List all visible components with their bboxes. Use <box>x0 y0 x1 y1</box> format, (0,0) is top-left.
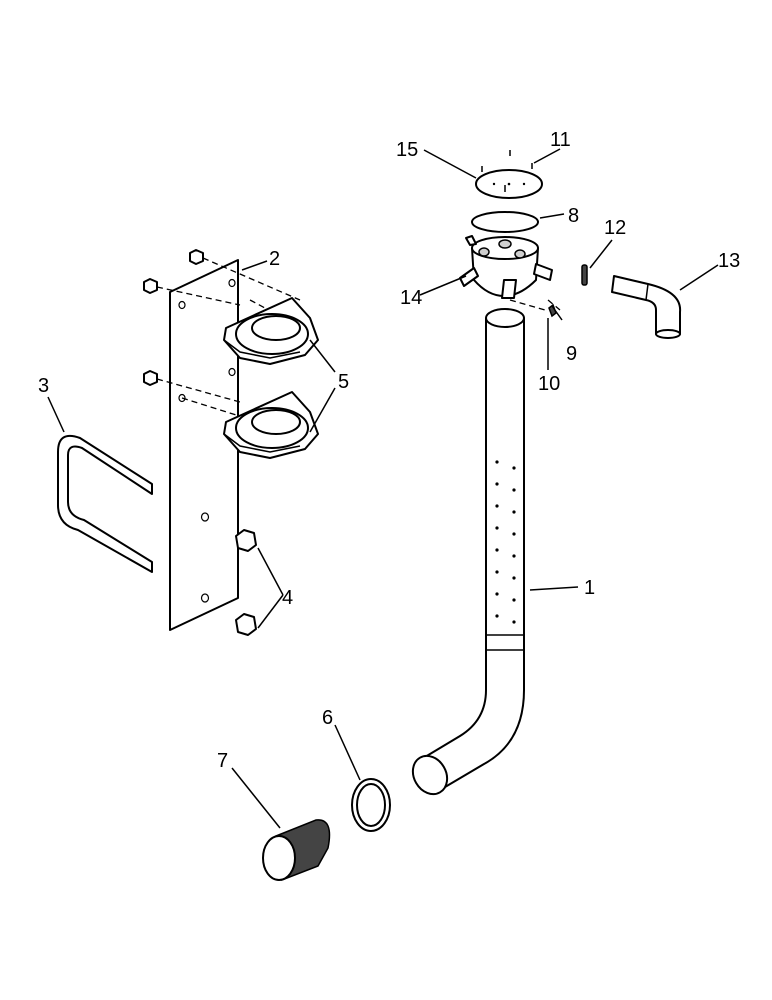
pipe-perforations <box>495 460 516 624</box>
callout-1: 1 <box>584 577 595 599</box>
main-pipe <box>411 308 525 796</box>
small-elbow <box>611 275 682 339</box>
callout-9: 9 <box>566 343 577 365</box>
leader-lines <box>47 148 719 829</box>
callout-3: 3 <box>38 375 49 397</box>
pipe-clamp-upper <box>223 297 319 365</box>
small-fittings <box>548 303 557 318</box>
pipe-clamp-lower <box>223 391 319 459</box>
callout-4: 4 <box>282 587 293 609</box>
top-nuts <box>143 249 204 386</box>
u-bolt <box>57 434 153 573</box>
callout-6: 6 <box>322 707 333 729</box>
cover-plate <box>475 169 543 199</box>
callout-15: 15 <box>396 139 418 161</box>
hose-clamp <box>351 778 391 832</box>
end-cap <box>262 819 331 882</box>
callout-12: 12 <box>604 217 626 239</box>
callout-14: 14 <box>400 287 422 309</box>
distributor-head <box>459 235 553 299</box>
u-bolt-nuts <box>235 529 257 636</box>
pin <box>581 264 588 286</box>
callout-numbers: 1 2 3 4 5 6 7 8 9 10 11 12 13 14 15 <box>38 129 740 772</box>
callout-10: 10 <box>538 373 560 395</box>
cover-screws <box>481 150 533 192</box>
callout-2: 2 <box>269 248 280 270</box>
callout-7: 7 <box>217 750 228 772</box>
mounting-plate <box>169 259 239 631</box>
callout-5: 5 <box>338 371 349 393</box>
gasket <box>471 211 539 233</box>
callout-11: 11 <box>550 129 571 151</box>
callout-13: 13 <box>718 250 740 272</box>
callout-8: 8 <box>568 205 579 227</box>
